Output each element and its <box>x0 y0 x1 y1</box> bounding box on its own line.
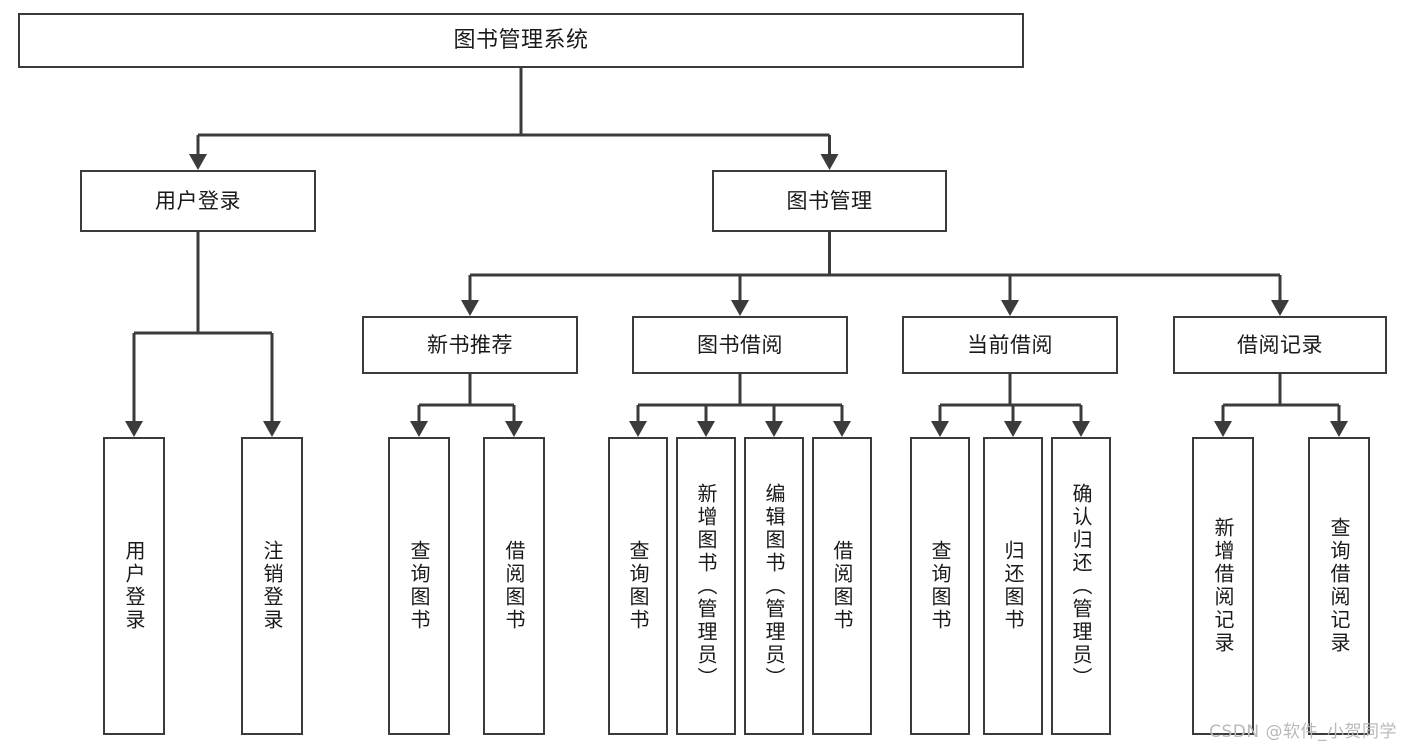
node-label: 查询借阅记录 <box>1327 517 1351 655</box>
node-leaf-nb-query: 查询图书 <box>388 437 450 735</box>
node-label: 查询图书 <box>407 540 431 632</box>
node-label: 新增图书（管理员） <box>694 482 718 690</box>
node-label: 图书借阅 <box>697 332 783 357</box>
node-leaf-bw-borrow: 借阅图书 <box>812 437 872 735</box>
node-login: 用户登录 <box>80 170 316 232</box>
node-root: 图书管理系统 <box>18 13 1024 68</box>
node-label: 用户登录 <box>122 540 146 632</box>
csdn-watermark: CSDN @软件_小贺同学 <box>1209 722 1397 742</box>
node-label: 借阅图书 <box>502 540 526 632</box>
node-label: 新书推荐 <box>427 332 513 357</box>
node-records: 借阅记录 <box>1173 316 1387 374</box>
node-label: 用户登录 <box>155 188 241 213</box>
node-leaf-nb-borrow: 借阅图书 <box>483 437 545 735</box>
node-leaf-user-login: 用户登录 <box>103 437 165 735</box>
node-bookmgmt: 图书管理 <box>712 170 947 232</box>
node-label: 查询图书 <box>928 540 952 632</box>
node-label: 借阅记录 <box>1237 332 1323 357</box>
node-label: 确认归还（管理员） <box>1069 482 1093 690</box>
node-newbook: 新书推荐 <box>362 316 578 374</box>
node-current: 当前借阅 <box>902 316 1118 374</box>
node-leaf-cur-confirm: 确认归还（管理员） <box>1051 437 1111 735</box>
node-label: 图书管理系统 <box>453 27 589 53</box>
node-label: 借阅图书 <box>830 540 854 632</box>
node-label: 注销登录 <box>260 540 284 632</box>
node-label: 归还图书 <box>1001 540 1025 632</box>
node-leaf-cur-query: 查询图书 <box>910 437 970 735</box>
node-leaf-user-logout: 注销登录 <box>241 437 303 735</box>
node-leaf-rec-query: 查询借阅记录 <box>1308 437 1370 735</box>
node-label: 编辑图书（管理员） <box>762 482 786 690</box>
node-borrow: 图书借阅 <box>632 316 848 374</box>
node-label: 图书管理 <box>786 188 873 213</box>
node-label: 当前借阅 <box>967 332 1053 357</box>
node-leaf-bw-edit: 编辑图书（管理员） <box>744 437 804 735</box>
node-leaf-bw-query: 查询图书 <box>608 437 668 735</box>
node-leaf-cur-return: 归还图书 <box>983 437 1043 735</box>
node-leaf-bw-add: 新增图书（管理员） <box>676 437 736 735</box>
node-label: 新增借阅记录 <box>1211 517 1235 655</box>
node-label: 查询图书 <box>626 540 650 632</box>
node-leaf-rec-add: 新增借阅记录 <box>1192 437 1254 735</box>
